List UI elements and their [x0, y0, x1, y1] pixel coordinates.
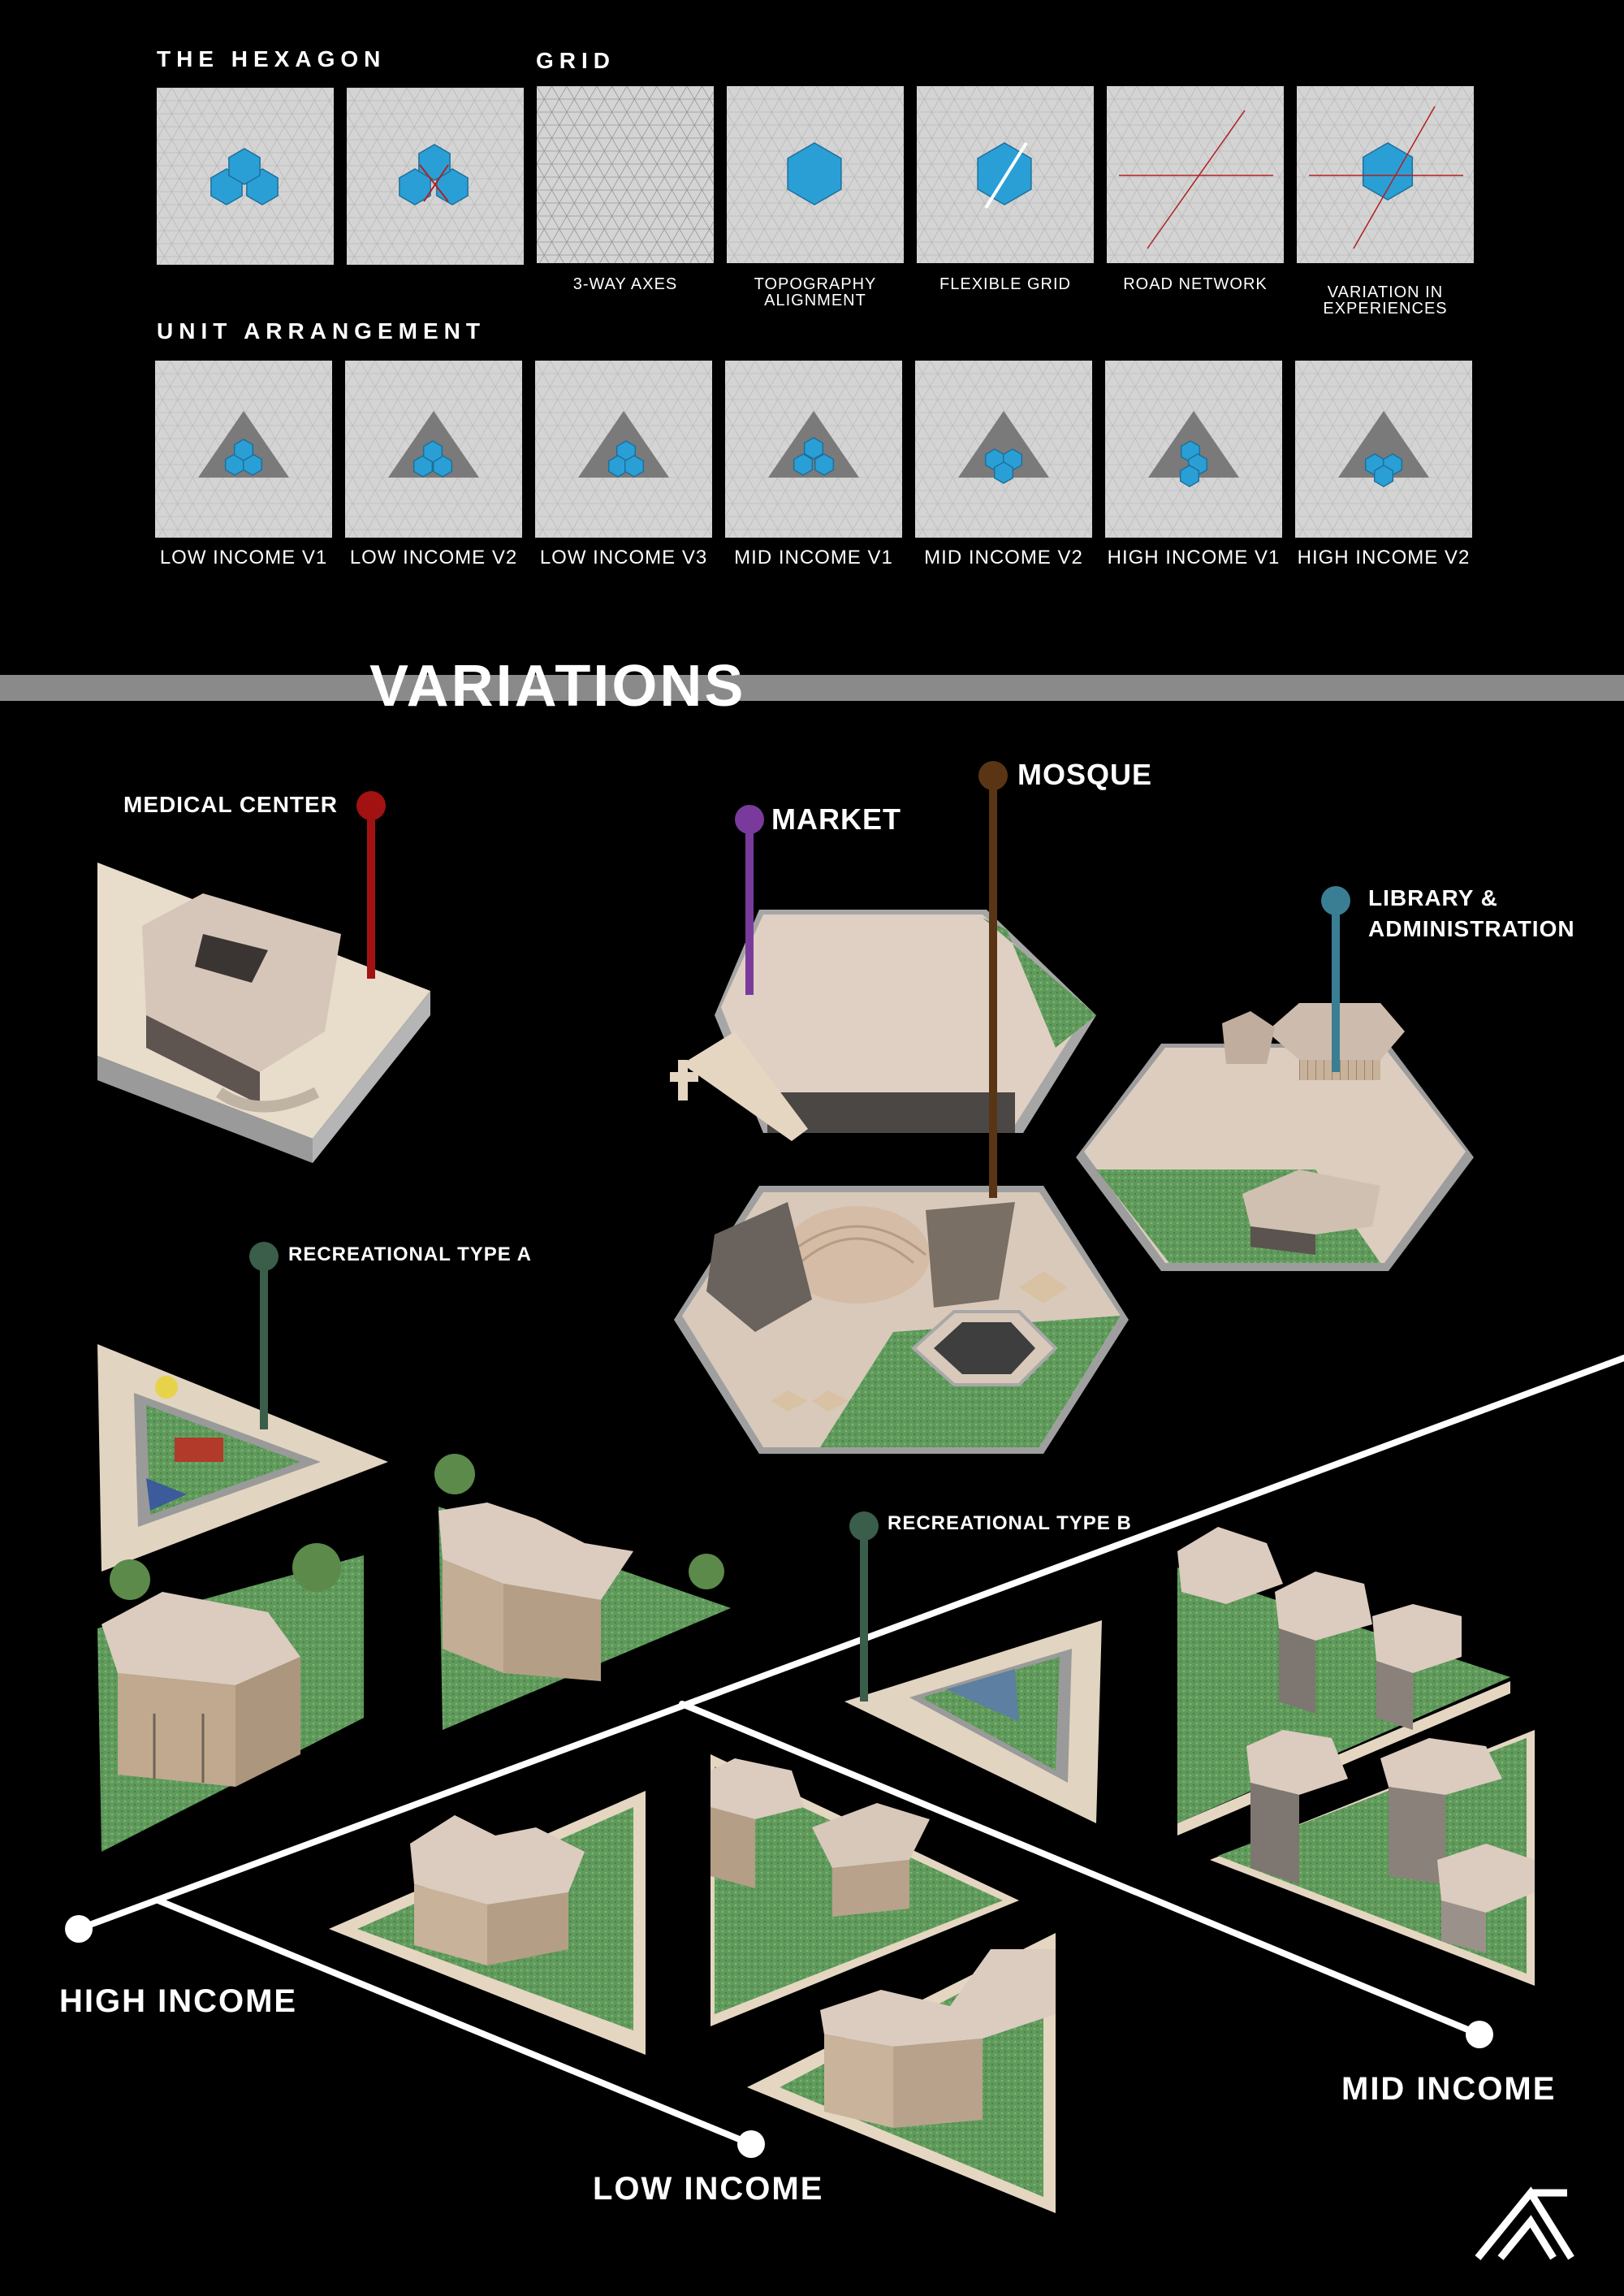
hexagon-caption-6: ROAD NETWORK: [1123, 275, 1268, 293]
variations-title: VARIATIONS: [369, 654, 746, 719]
hexagon-caption-5: FLEXIBLE GRID: [939, 275, 1071, 293]
hexagon-caption-7: VARIATION IN EXPERIENCES: [1323, 283, 1448, 318]
grid-title: GRID: [536, 48, 615, 73]
medical-center-model: [97, 863, 430, 1163]
triangular-grid-icon: [537, 86, 714, 263]
unit-arrangement-icon: [915, 361, 1092, 538]
unit-tile-1: [155, 361, 332, 538]
recreational-type-b-pin: [849, 1511, 879, 1701]
recreational-type-a-model: [97, 1344, 388, 1572]
pins-layer: [249, 761, 1350, 1701]
unit-tile-4: [725, 361, 902, 538]
unit-caption-5: MID INCOME V2: [924, 547, 1083, 569]
low-income-house-3: [747, 1933, 1056, 2213]
hexagon-tile-6: [1107, 86, 1284, 263]
mosque-pin: [978, 761, 1008, 1198]
hexagon-tile-2: [347, 88, 524, 265]
unit-arrangement-icon: [535, 361, 712, 538]
unit-tile-3: [535, 361, 712, 538]
topography-hex-icon: [727, 86, 904, 263]
unit-arrangement-icon: [155, 361, 332, 538]
unit-arrangement-icon: [345, 361, 522, 538]
medical-center-label: MEDICAL CENTER: [123, 792, 338, 817]
hexagon-tile-5: [917, 86, 1094, 263]
unit-tile-5: [915, 361, 1092, 538]
low-income-house-1: [329, 1791, 646, 2055]
hexagon-tile-4: [727, 86, 904, 263]
low-income-node: [737, 2130, 765, 2158]
market-pin: [735, 805, 764, 995]
recreational-type-a-pin: [249, 1242, 279, 1429]
unit-tile-7: [1295, 361, 1472, 538]
hexagon-caption-3: 3-WAY AXES: [572, 275, 678, 293]
mosque-label: MOSQUE: [1017, 758, 1153, 791]
mid-income-label: MID INCOME: [1341, 2071, 1557, 2107]
unit-caption-6: HIGH INCOME V1: [1107, 547, 1281, 569]
unit-tile-2: [345, 361, 522, 538]
unit-caption-1: LOW INCOME V1: [159, 547, 328, 569]
studio-logo-icon: [1475, 2186, 1574, 2260]
recreational-type-a-label: RECREATIONAL TYPE A: [288, 1243, 532, 1265]
high-income-node: [65, 1915, 93, 1943]
hexagon-title: THE HEXAGON: [157, 46, 387, 71]
flexible-grid-icon: [917, 86, 1094, 263]
market-label: MARKET: [771, 802, 901, 836]
low-income-label: LOW INCOME: [593, 2171, 824, 2207]
unit-arrangement-icon: [1105, 361, 1282, 538]
road-network-icon: [1107, 86, 1284, 263]
mid-income-node: [1466, 2021, 1493, 2048]
hexagon-tile-1: [157, 88, 334, 265]
variations-divider-band: [0, 675, 1624, 701]
market-model: [670, 910, 1096, 1141]
unit-caption-3: LOW INCOME V3: [539, 547, 708, 569]
hexagon-tile-7: [1297, 86, 1474, 263]
library-pin: [1321, 886, 1350, 1072]
unit-tile-6: [1105, 361, 1282, 538]
medical-center-pin: [356, 791, 386, 979]
library-administration-label: LIBRARY & ADMINISTRATION: [1368, 885, 1575, 941]
unit-arrangement-title: UNIT ARRANGEMENT: [157, 318, 486, 344]
recreational-type-b-model: [844, 1620, 1102, 1823]
library-administration-model: [1076, 1003, 1474, 1271]
high-income-house-1: [97, 1543, 364, 1852]
unit-arrangement-icon: [1295, 361, 1472, 538]
hex-cluster-icon: [157, 88, 334, 265]
mosque-model: [674, 1186, 1129, 1454]
hexagon-caption-4: TOPOGRAPHY ALIGNMENT: [754, 275, 877, 309]
low-income-house-2: [710, 1754, 1019, 2026]
mid-income-house-2: [1210, 1730, 1535, 1986]
hexagon-tile-3: [537, 86, 714, 263]
unit-caption-2: LOW INCOME V2: [349, 547, 518, 569]
income-tree-lines: [76, 1355, 1624, 2147]
variations-illustration: [65, 761, 1624, 2260]
unit-caption-4: MID INCOME V1: [734, 547, 893, 569]
unit-arrangement-icon: [725, 361, 902, 538]
high-income-house-2: [434, 1454, 731, 1730]
unit-caption-7: HIGH INCOME V2: [1297, 547, 1471, 569]
variation-icon: [1297, 86, 1474, 263]
recreational-type-b-label: RECREATIONAL TYPE B: [888, 1512, 1132, 1534]
hex-split-icon: [347, 88, 524, 265]
high-income-label: HIGH INCOME: [59, 1983, 298, 2019]
